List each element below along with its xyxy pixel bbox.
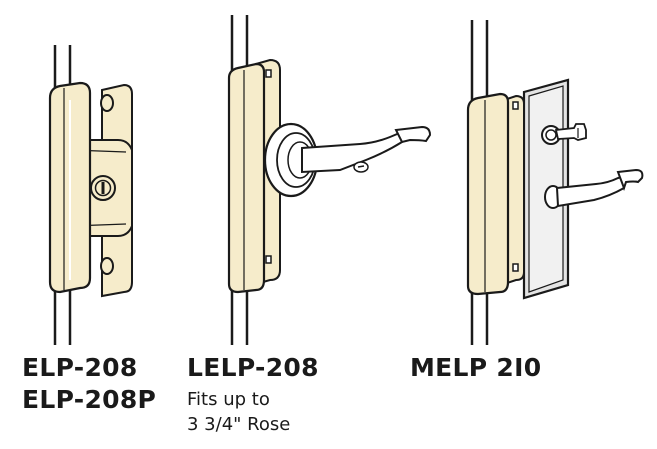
lelp-208-note-line1: Fits up to	[187, 389, 270, 410]
lelp-208-note-line2: 3 3/4" Rose	[187, 414, 291, 435]
lever-end	[616, 168, 644, 191]
lelp-208-model-label: LELP-208	[187, 353, 319, 382]
elp-208-illustration	[48, 45, 133, 345]
melp-210-model-label: MELP 2I0	[410, 353, 542, 382]
lelp-208-illustration	[227, 15, 432, 345]
lever-handle	[301, 130, 403, 174]
elp-208-model-label: ELP-208	[22, 353, 138, 382]
elp-208p-model-label: ELP-208P	[22, 385, 157, 414]
keyway	[101, 182, 105, 194]
screw-hole-bottom	[512, 263, 519, 272]
front-guard	[227, 62, 266, 294]
screw-hole-top	[512, 101, 519, 110]
screw-hole-bottom	[265, 255, 272, 264]
screw-hole-top	[100, 94, 114, 112]
front-guard	[466, 92, 510, 296]
screw-hole-bottom	[100, 257, 114, 275]
melp-210-illustration	[466, 20, 644, 345]
screw-hole-top	[265, 69, 272, 78]
lever-end	[394, 125, 432, 144]
